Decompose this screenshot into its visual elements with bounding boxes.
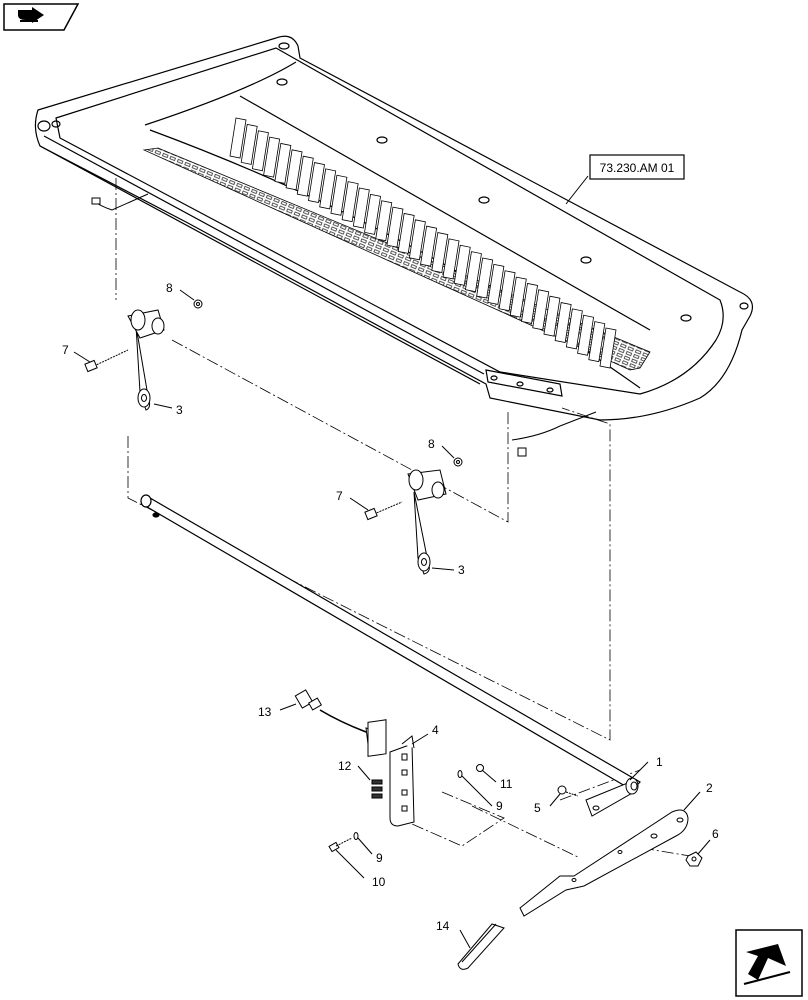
rasp-tooth [341, 181, 359, 223]
rasp-tooth [498, 270, 516, 312]
callout-9-lower[interactable]: 9 [376, 851, 383, 865]
rasp-tooth [263, 136, 281, 178]
rasp-tooth [521, 282, 538, 324]
screw-part-11 [476, 764, 484, 772]
rasp-tooth [431, 232, 449, 274]
rasp-tooth [408, 219, 426, 261]
rasp-tooth [543, 295, 561, 337]
nut-part-8-upper [193, 299, 203, 309]
rasp-tooth [240, 123, 258, 165]
rasp-tooth [375, 200, 393, 242]
bolt-part-7-upper [84, 349, 129, 373]
callout-3-lower[interactable]: 3 [458, 563, 465, 577]
wire-harness-lower [511, 411, 597, 441]
bracket-part-4 [389, 735, 415, 827]
callouts: 1 2 3 3 4 5 6 7 7 8 8 9 9 10 11 12 13 [62, 281, 719, 949]
rasp-tooth [364, 193, 381, 235]
rasp-tooth [229, 117, 247, 159]
rasp-tooth [565, 308, 583, 350]
rasp-tooth [274, 142, 292, 184]
rasp-tooth [397, 212, 415, 254]
callout-7-lower[interactable]: 7 [336, 489, 343, 503]
rasp-tooth [453, 244, 471, 286]
rasp-tooth [465, 251, 482, 293]
nut-part-8-lower [453, 457, 463, 467]
rasp-tooth [420, 225, 438, 267]
link-arm-part-2 [519, 809, 689, 917]
bolt-part-7-lower [364, 501, 403, 521]
rasp-tooth [532, 289, 550, 331]
next-arrow-icon[interactable] [735, 929, 803, 997]
callout-8-upper[interactable]: 8 [166, 281, 173, 295]
callout-7-upper[interactable]: 7 [62, 343, 69, 357]
arm-part-3-lower [407, 469, 447, 575]
bolt-part-5 [557, 785, 579, 797]
callout-4[interactable]: 4 [432, 723, 439, 737]
nut-part-6 [685, 851, 703, 867]
rasp-tooth [509, 276, 527, 318]
rasp-tooth [352, 187, 370, 229]
rasp-tooth [577, 314, 595, 356]
rasp-tooth [251, 130, 269, 172]
back-arrow-icon[interactable] [3, 3, 80, 31]
callout-12[interactable]: 12 [338, 759, 352, 773]
callout-9-upper[interactable]: 9 [496, 799, 503, 813]
lever-part-1 [585, 777, 639, 817]
pad-part-14 [457, 923, 505, 970]
rasp-tooth [319, 168, 337, 210]
callout-10[interactable]: 10 [372, 875, 386, 889]
callout-3-upper[interactable]: 3 [176, 403, 183, 417]
callout-11[interactable]: 11 [500, 777, 513, 791]
arm-part-3-upper [127, 309, 165, 411]
connector-upper [91, 197, 101, 205]
washer-part-9-lower [353, 832, 359, 840]
rasp-tooth [487, 263, 505, 305]
rasp-tooth [442, 238, 460, 280]
rasp-tooth [308, 162, 325, 204]
rasp-tooth [330, 174, 348, 216]
label-plate-part-12 [367, 719, 387, 799]
rasp-tooth [296, 155, 314, 197]
connector-lower [517, 447, 527, 457]
rasp-bar-teeth [229, 117, 617, 369]
rasp-tooth [554, 302, 572, 344]
rasp-tooth [476, 257, 494, 299]
rasp-tooth [599, 327, 617, 369]
shaft [140, 494, 641, 791]
reference-box[interactable]: 73.230.AM 01 [565, 154, 685, 205]
callout-13[interactable]: 13 [258, 705, 272, 719]
reference-label: 73.230.AM 01 [600, 161, 675, 175]
callout-5[interactable]: 5 [534, 801, 541, 815]
washer-part-9-upper [457, 770, 463, 778]
rasp-tooth [386, 206, 404, 248]
rasp-tooth [285, 149, 303, 191]
screw-part-10 [328, 837, 353, 853]
callout-8-lower[interactable]: 8 [428, 437, 435, 451]
rasp-tooth [588, 321, 606, 363]
callout-14[interactable]: 14 [436, 919, 450, 933]
callout-6[interactable]: 6 [712, 827, 719, 841]
callout-2[interactable]: 2 [706, 781, 713, 795]
callout-1[interactable]: 1 [656, 755, 663, 769]
